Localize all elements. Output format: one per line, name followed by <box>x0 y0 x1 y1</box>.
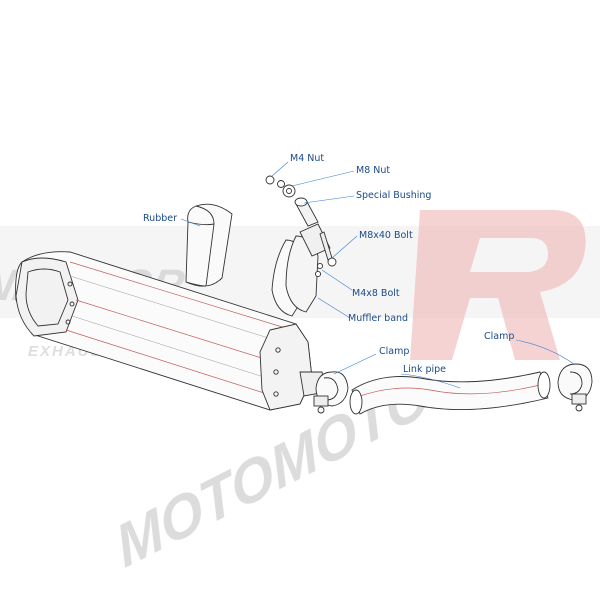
muffler-rivet <box>273 391 279 397</box>
leader-clamp-left <box>333 353 377 375</box>
leader-rubber <box>180 218 201 227</box>
callout-clamp-right: Clamp <box>484 331 515 342</box>
callout-special-bushing: Special Bushing <box>356 190 432 201</box>
leader-m4-nut <box>271 161 289 177</box>
clamp-left-part <box>313 371 349 414</box>
hardware <box>265 175 337 278</box>
clamp-right-part <box>557 363 593 412</box>
leader-m4x8-bolt <box>321 269 353 291</box>
muffler-rivet <box>67 281 73 287</box>
leader-special-bushing <box>303 195 355 204</box>
leader-lines <box>180 161 575 389</box>
callout-m8-nut: M8 Nut <box>356 165 391 176</box>
m4-nut-part <box>265 175 275 185</box>
muffler-rivet <box>273 369 279 375</box>
m4x8-bolt-part <box>316 262 324 270</box>
callout-m4-nut: M4 Nut <box>290 153 325 164</box>
muffler <box>15 251 327 411</box>
callout-clamp-left: Clamp <box>379 346 410 357</box>
muffler-band-part <box>271 223 331 317</box>
callout-muffler-band: Muffler band <box>348 313 409 324</box>
leader-m8x40-bolt <box>331 235 358 259</box>
muffler-rivet <box>65 319 71 325</box>
muffler-seam-top <box>69 261 293 331</box>
leader-clamp-right <box>515 339 575 365</box>
link-pipe-part <box>349 371 551 415</box>
leader-muffler-band <box>317 297 351 319</box>
muffler-rivet <box>275 347 281 353</box>
callout-m4x8-bolt: M4x8 Bolt <box>352 288 400 299</box>
rubber-part <box>185 203 233 287</box>
callout-link-pipe: Link pipe <box>403 364 447 375</box>
callout-m8x40-bolt: M8x40 Bolt <box>359 230 413 241</box>
leader-link-pipe <box>400 373 461 389</box>
leader-m8-nut <box>291 170 355 187</box>
callout-rubber: Rubber <box>143 213 178 224</box>
muffler-rear-cap <box>259 323 313 411</box>
muffler-end-cap-inner <box>25 268 69 327</box>
muffler-seam-bottom <box>65 329 287 401</box>
watermark-r-logo <box>410 210 586 360</box>
muffler-rivet <box>69 301 75 307</box>
